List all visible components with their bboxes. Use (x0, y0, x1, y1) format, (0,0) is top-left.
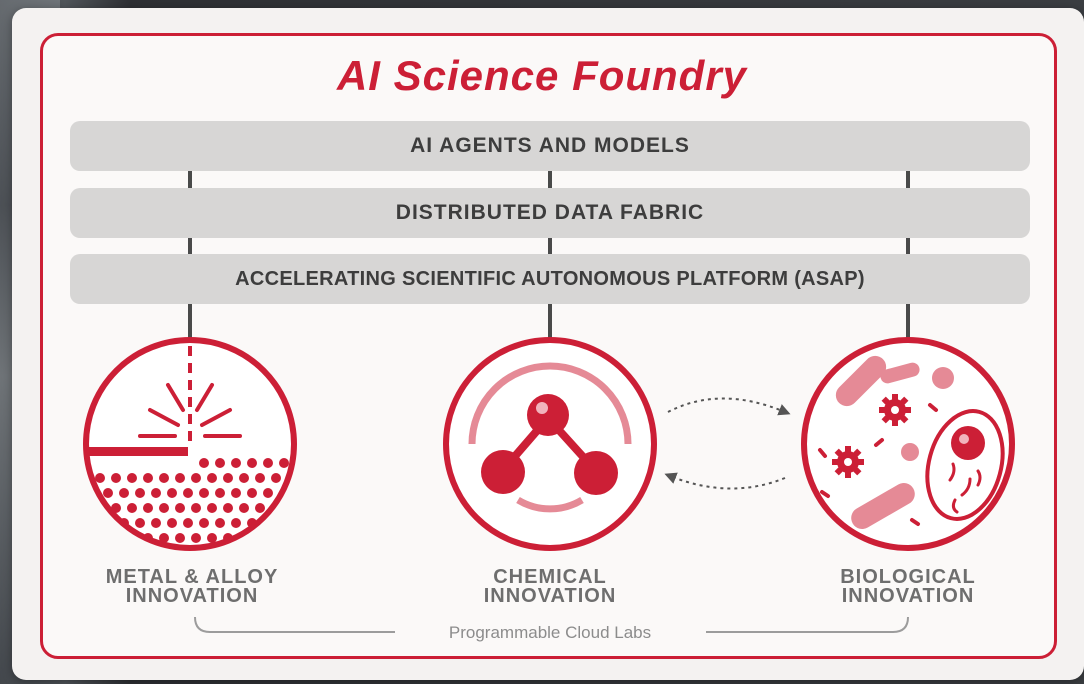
alloy-dot (287, 503, 294, 513)
alloy-dot (319, 533, 329, 543)
metal-alloy-icon (83, 337, 329, 551)
label-biological-line1: BIOLOGICAL (840, 566, 976, 588)
alloy-dot (207, 473, 217, 483)
alloy-dot (199, 458, 209, 468)
alloy-dot (167, 488, 177, 498)
alloy-dot (159, 503, 169, 513)
alloy-dot (319, 503, 329, 513)
alloy-dot (191, 503, 201, 513)
alloy-dot (111, 533, 121, 543)
alloy-dot (247, 518, 257, 528)
alloy-dot (183, 488, 193, 498)
alloy-dot (311, 488, 321, 498)
alloy-dot (215, 458, 225, 468)
diagram-title: AI Science Foundry (336, 52, 748, 99)
alloy-dot (263, 458, 273, 468)
alloy-dot (223, 503, 233, 513)
alloy-dot (255, 473, 265, 483)
alloy-dot (255, 503, 265, 513)
alloy-dot (127, 473, 137, 483)
arrow-right-icon (667, 397, 791, 416)
label-biological-line2: INNOVATION (841, 585, 975, 607)
alloy-dot (207, 533, 217, 543)
alloy-dot (231, 488, 241, 498)
alloy-dot (295, 518, 305, 528)
alloy-dot (143, 473, 153, 483)
chemical-icon (443, 337, 657, 551)
alloy-dot (231, 518, 241, 528)
alloy-dot (311, 458, 321, 468)
label-metal-line2: INNOVATION (125, 585, 259, 607)
alloy-dot (199, 488, 209, 498)
layer-data-fabric: DISTRIBUTED DATA FABRIC (70, 188, 1030, 238)
alloy-dot (175, 503, 185, 513)
alloy-dot (111, 503, 121, 513)
alloy-dot (247, 458, 257, 468)
alloy-dot (207, 503, 217, 513)
alloy-dot (279, 458, 289, 468)
alloy-dot (103, 488, 113, 498)
alloy-dot (87, 518, 97, 528)
alloy-dot (151, 518, 161, 528)
alloy-dot (191, 473, 201, 483)
alloy-dot (175, 533, 185, 543)
alloy-dot (303, 503, 313, 513)
alloy-dot (287, 533, 294, 543)
cloud-labs-label: Programmable Cloud Labs (448, 623, 652, 642)
label-biological: BIOLOGICAL INNOVATION (778, 566, 1038, 607)
alloy-dot (215, 488, 225, 498)
alloy-dot (103, 518, 113, 528)
alloy-dot (119, 488, 129, 498)
alloy-dot (135, 518, 145, 528)
alloy-dot (127, 503, 137, 513)
label-chemical-line1: CHEMICAL (493, 566, 607, 588)
alloy-dot (263, 488, 273, 498)
alloy-dot (95, 473, 105, 483)
alloy-dot (239, 473, 249, 483)
alloy-dot (215, 518, 225, 528)
alloy-dot (295, 458, 305, 468)
alloy-dot (167, 518, 177, 528)
alloy-dot (311, 518, 321, 528)
alloy-dot (271, 473, 281, 483)
alloy-dot (271, 533, 281, 543)
alloy-dot (151, 488, 161, 498)
alloy-dot (159, 533, 169, 543)
alloy-dot (303, 473, 313, 483)
alloy-dot (255, 533, 265, 543)
label-metal-alloy: METAL & ALLOY INNOVATION (62, 566, 322, 607)
alloy-dot (95, 533, 105, 543)
alloy-dot (279, 518, 289, 528)
alloy-dot (159, 473, 169, 483)
label-chemical-line2: INNOVATION (483, 585, 617, 607)
label-chemical: CHEMICAL INNOVATION (420, 566, 680, 607)
alloy-dot (111, 473, 121, 483)
biological-icon (801, 337, 1015, 551)
alloy-dot (239, 503, 249, 513)
alloy-dot (143, 503, 153, 513)
alloy-dot (175, 473, 185, 483)
layer-ai-agents: AI AGENTS AND MODELS (70, 121, 1030, 171)
alloy-dot (231, 458, 241, 468)
alloy-dot (295, 488, 305, 498)
alloy-dot (135, 488, 145, 498)
layer-asap: ACCELERATING SCIENTIFIC AUTONOMOUS PLATF… (70, 254, 1030, 304)
alloy-dot (319, 473, 329, 483)
alloy-dot (247, 488, 257, 498)
label-metal-line1: METAL & ALLOY (105, 566, 279, 588)
arrow-left-icon (664, 472, 786, 490)
alloy-dot (183, 518, 193, 528)
alloy-dot (223, 473, 233, 483)
alloy-dot (303, 533, 313, 543)
alloy-dot (191, 533, 201, 543)
alloy-dot (199, 518, 209, 528)
